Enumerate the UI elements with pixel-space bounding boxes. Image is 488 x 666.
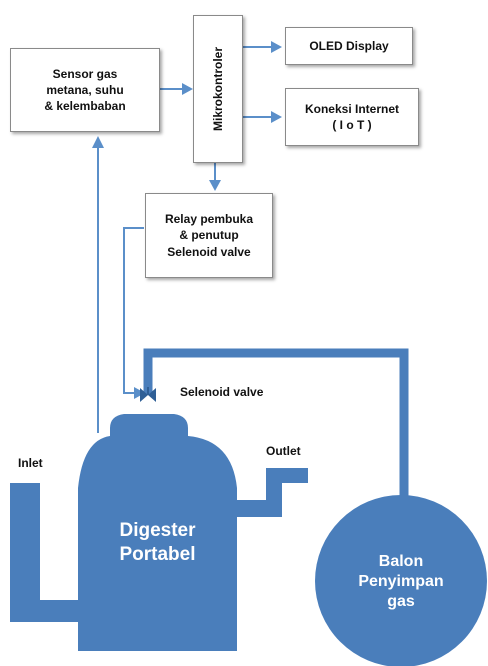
arrow-icon	[209, 180, 221, 191]
arrow-icon	[271, 111, 282, 123]
digester-label: Digester Portabel	[119, 520, 196, 565]
internet-box: Koneksi Internet ( I o T )	[285, 88, 419, 146]
relay-box: Relay pembuka & penutup Selenoid valve	[145, 193, 273, 278]
gas-pipe	[143, 348, 409, 510]
valve-label: Selenoid valve	[180, 385, 264, 399]
valve-icon	[140, 387, 156, 402]
outlet-pipe	[230, 468, 308, 517]
oled-display-label: OLED Display	[309, 38, 389, 53]
relay-valve-line	[123, 227, 144, 394]
sensor-box: Sensor gas metana, suhu & kelembaban	[10, 48, 160, 132]
microcontroller-box: Mikrokontroler	[193, 15, 243, 163]
arrow-icon	[134, 387, 145, 399]
arrow-icon	[182, 83, 193, 95]
outlet-label: Outlet	[266, 444, 301, 458]
digester-tank	[78, 414, 237, 651]
storage-balloon	[315, 495, 487, 666]
inlet-pipe	[10, 483, 84, 622]
arrow-icon	[92, 136, 104, 148]
internet-box-label: Koneksi Internet ( I o T )	[304, 101, 400, 132]
balloon-label: Balon Penyimpan gas	[358, 553, 444, 610]
relay-box-label: Relay pembuka & penutup Selenoid valve	[164, 212, 254, 259]
sensor-box-label: Sensor gas metana, suhu & kelembaban	[44, 66, 126, 114]
oled-display-box: OLED Display	[285, 27, 413, 65]
arrow-icon	[271, 41, 282, 53]
microcontroller-label: Mikrokontroler	[210, 46, 225, 131]
inlet-label: Inlet	[18, 456, 43, 470]
